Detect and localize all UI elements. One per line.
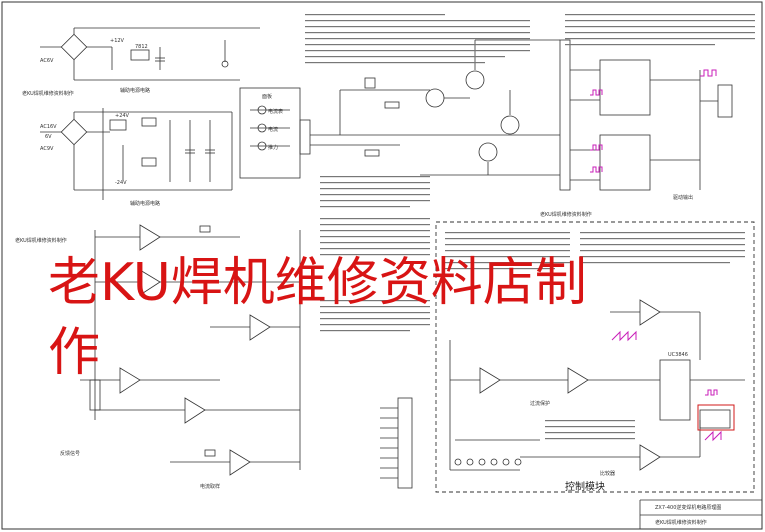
overcurrent-label: 过流保护	[530, 400, 550, 407]
aux-power-labels: AC6V AC16V 6V AC9V +12V +24V -24V 7812 辅…	[22, 38, 160, 207]
panel-labels: 面板 电流表 电流 推力	[262, 93, 283, 151]
text-notes-right	[565, 14, 755, 46]
ac9v-label: AC9V	[40, 146, 54, 152]
panel-section	[239, 39, 560, 179]
watermark-line1: 老KU焊机维修资料店制	[48, 253, 587, 313]
plus24v-label: +24V	[115, 113, 130, 119]
control-notes	[445, 232, 745, 440]
regulator-label: 7812	[135, 44, 148, 50]
watermark-small-1: 老KU焊机维修资料制作	[22, 90, 74, 97]
pwm-ic-label: UC3846	[668, 352, 688, 358]
ac6v-label: AC6V	[40, 58, 54, 64]
control-module-circuit	[449, 299, 745, 471]
left-mid-section	[80, 224, 301, 476]
plus12v-label: +12V	[110, 38, 125, 44]
title-block: 老KU焊机维修资料制作	[655, 519, 707, 526]
6v-label: 6V	[45, 134, 52, 140]
meter-label: 电流表	[268, 108, 283, 115]
ac16v-label: AC16V	[40, 124, 57, 130]
compare-label: 比较器	[600, 470, 615, 477]
minus24v-label: -24V	[115, 180, 127, 186]
control-waveforms	[611, 330, 735, 442]
connector-block	[380, 397, 413, 489]
drive-waveforms	[590, 69, 717, 173]
current-pot-label: 电流	[268, 126, 278, 133]
drive-section	[559, 39, 733, 191]
feedback-label: 反馈信号	[60, 450, 80, 457]
drive-output-label: 驱动输出	[673, 194, 693, 201]
text-notes-top	[305, 14, 530, 208]
watermark-small-3: 老KU焊机维修资料制作	[540, 211, 592, 218]
watermark-small-2: 老KU焊机维修资料制作	[15, 237, 67, 244]
control-module-title: 控制模块	[565, 480, 605, 493]
sampling-label: 电流取样	[200, 483, 220, 490]
arc-force-label: 推力	[268, 144, 278, 151]
watermark-line2: 作	[48, 323, 100, 383]
aux-power-section	[40, 27, 260, 200]
aux-power-title-2: 辅助电源电路	[130, 200, 160, 207]
subtitle-block: ZX7-400逆变焊机电路原理图	[655, 504, 721, 511]
panel-label: 面板	[262, 93, 272, 100]
text-notes-middle	[320, 218, 430, 332]
aux-power-title: 辅助电源电路	[120, 87, 150, 94]
